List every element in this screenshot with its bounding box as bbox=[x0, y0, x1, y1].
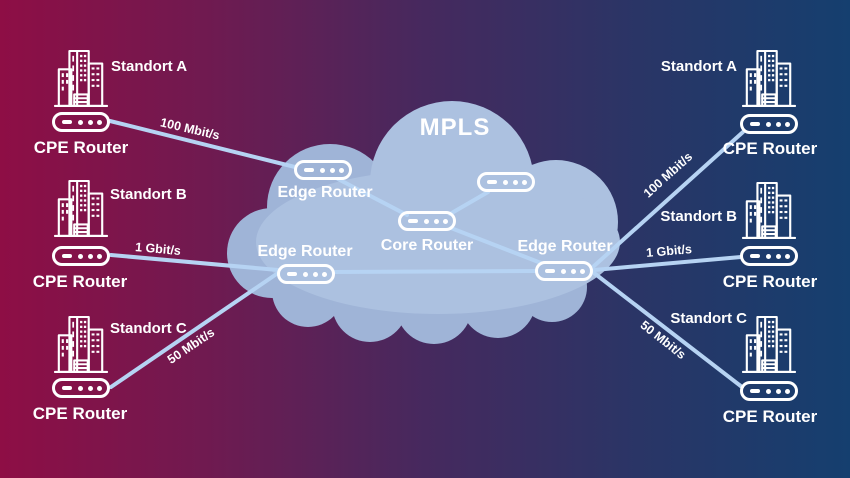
router-ports bbox=[303, 271, 327, 277]
site-name-right-a: Standort A bbox=[660, 58, 737, 75]
router-dash bbox=[487, 180, 497, 184]
site-name-left-a: Standort A bbox=[111, 58, 188, 75]
router-ports bbox=[78, 385, 102, 391]
router-dash bbox=[62, 254, 72, 258]
device-label-right-a: CPE Router bbox=[722, 139, 818, 158]
router-dash bbox=[750, 254, 760, 258]
cpe-router-icon bbox=[52, 378, 110, 398]
device-label-left-a: CPE Router bbox=[33, 138, 129, 157]
site-name-left-b: Standort B bbox=[110, 186, 187, 203]
building-icon bbox=[54, 48, 108, 108]
core-router-label: Core Router bbox=[380, 237, 474, 254]
site-name-right-c: Standort C bbox=[670, 310, 747, 327]
router-dash bbox=[545, 269, 555, 273]
cpe-router-icon bbox=[740, 246, 798, 266]
mpls-title: MPLS bbox=[419, 114, 491, 141]
device-label-left-b: CPE Router bbox=[32, 272, 128, 291]
router-dash bbox=[62, 386, 72, 390]
cpe-router-icon bbox=[740, 114, 798, 134]
router-dash bbox=[750, 122, 760, 126]
router-ports bbox=[424, 218, 448, 224]
router-ports bbox=[78, 119, 102, 125]
building-icon bbox=[742, 48, 796, 108]
router-ports bbox=[766, 121, 790, 127]
router-icon-unlabeled bbox=[477, 172, 535, 192]
site-name-left-c: Standort C bbox=[110, 320, 187, 337]
router-ports bbox=[766, 388, 790, 394]
building-icon bbox=[54, 314, 108, 374]
edge-router-label-bottom-left: Edge Router bbox=[257, 243, 353, 260]
router-dash bbox=[750, 389, 760, 393]
building-icon bbox=[742, 180, 796, 240]
device-label-left-c: CPE Router bbox=[32, 404, 128, 423]
site-name-right-b: Standort B bbox=[660, 208, 737, 225]
device-label-right-c: CPE Router bbox=[722, 407, 818, 426]
router-dash bbox=[62, 120, 72, 124]
router-dash bbox=[287, 272, 297, 276]
router-ports bbox=[320, 167, 344, 173]
router-ports bbox=[561, 268, 585, 274]
edge-router-icon-right bbox=[535, 261, 593, 281]
edge-router-label-right: Edge Router bbox=[517, 238, 613, 255]
edge-router-label-top-left: Edge Router bbox=[277, 184, 373, 201]
cpe-router-icon bbox=[52, 246, 110, 266]
edge-router-icon-top-left bbox=[294, 160, 352, 180]
router-ports bbox=[503, 179, 527, 185]
router-ports bbox=[78, 253, 102, 259]
device-label-right-b: CPE Router bbox=[722, 272, 818, 291]
router-dash bbox=[408, 219, 418, 223]
cpe-router-icon bbox=[52, 112, 110, 132]
cpe-router-icon bbox=[740, 381, 798, 401]
router-dash bbox=[304, 168, 314, 172]
edge-router-icon-bottom-left bbox=[277, 264, 335, 284]
router-ports bbox=[766, 253, 790, 259]
core-router-icon bbox=[398, 211, 456, 231]
building-icon bbox=[54, 178, 108, 238]
building-icon bbox=[742, 314, 796, 374]
